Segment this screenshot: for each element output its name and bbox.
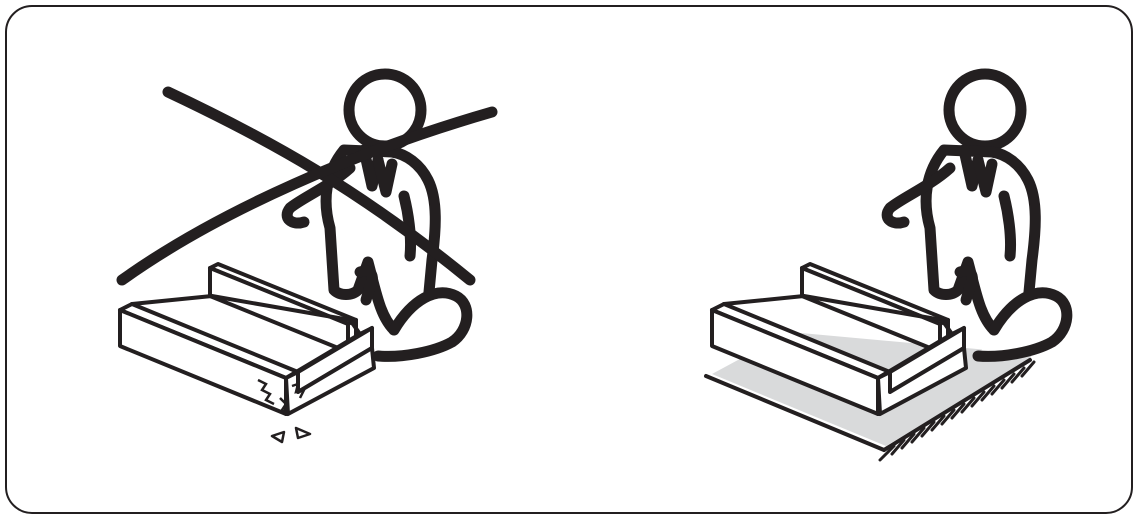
box-back-board [208, 262, 358, 354]
scene-incorrect [116, 68, 498, 444]
scene-correct [704, 68, 1073, 462]
box-front-right [710, 294, 968, 416]
prohibited-cross [116, 86, 498, 286]
person-right [881, 68, 1073, 362]
chip-2 [294, 426, 312, 440]
mat-fringe [878, 360, 1036, 462]
box-front [118, 294, 376, 416]
chip-1 [270, 430, 286, 444]
crack-marks [257, 378, 307, 416]
